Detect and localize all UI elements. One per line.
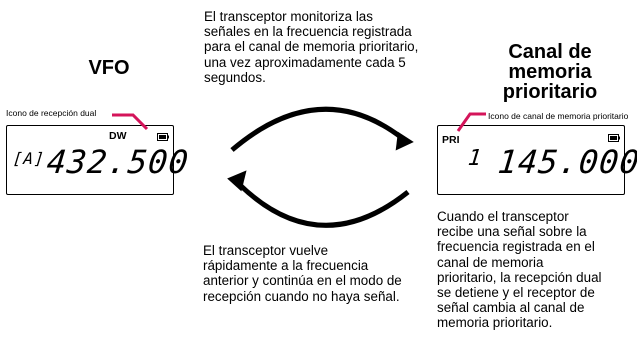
text-line: rápidamente a la frecuencia bbox=[203, 258, 369, 274]
text-line: una vez aproximadamente cada 5 bbox=[204, 54, 406, 70]
vfo-title: VFO bbox=[88, 57, 130, 79]
priority-lcd-display: PRI 1 145.000 bbox=[437, 125, 637, 195]
text-line: canal de memoria bbox=[437, 254, 544, 270]
dual-receive-icon-label: Icono de recepción dual bbox=[6, 108, 97, 118]
priority-tag: PRI bbox=[442, 134, 460, 146]
priority-channel-icon-label: Icono de canal de memoria prioritario bbox=[488, 111, 629, 121]
battery-icon bbox=[157, 133, 169, 141]
switch-to-priority-arrowhead bbox=[395, 131, 414, 151]
text-line: prioritario, la recepción dual bbox=[437, 269, 602, 285]
title-line: memoria bbox=[508, 61, 592, 83]
switch-to-priority-arrow bbox=[230, 106, 404, 152]
return-description: El transceptor vuelve rápidamente a la f… bbox=[203, 243, 402, 304]
text-line: El transceptor vuelve bbox=[203, 243, 329, 258]
text-line: para el canal de memoria prioritario, bbox=[204, 39, 419, 55]
top-description: El transceptor monitoriza las señales en… bbox=[204, 9, 418, 85]
dual-receive-callout-line bbox=[112, 113, 149, 131]
text-line: señales en la frecuencia registrada bbox=[204, 24, 412, 40]
title-line: prioritario bbox=[502, 81, 598, 103]
title-line: Canal de bbox=[508, 41, 592, 63]
priority-channel-title: Canal de memoria prioritario bbox=[475, 42, 625, 102]
vfo-lcd-display: DW [A] 432.500 bbox=[6, 125, 191, 195]
battery-icon bbox=[608, 134, 620, 142]
text-line: frecuencia registrada en el bbox=[437, 239, 595, 255]
return-to-vfo-arrow bbox=[238, 183, 410, 228]
text-line: recibe una señal sobre la bbox=[437, 224, 587, 240]
priority-switch-description: Cuando el transceptor recibe una señal s… bbox=[437, 209, 602, 331]
text-line: se detiene y el receptor de bbox=[437, 285, 595, 301]
text-line: recepción cuando no haya señal. bbox=[203, 288, 400, 304]
text-line: Cuando el transceptor bbox=[437, 209, 569, 224]
text-line: segundos. bbox=[204, 69, 266, 85]
text-line: memoria prioritario. bbox=[437, 315, 553, 331]
priority-callout-line bbox=[456, 112, 486, 132]
text-line: anterior y continúa en el modo de bbox=[203, 273, 402, 289]
text-line: El transceptor monitoriza las bbox=[204, 9, 373, 24]
return-to-vfo-arrowhead bbox=[227, 170, 247, 192]
text-line: señal cambia al canal de bbox=[437, 300, 585, 316]
dual-watch-tag: DW bbox=[109, 130, 127, 142]
